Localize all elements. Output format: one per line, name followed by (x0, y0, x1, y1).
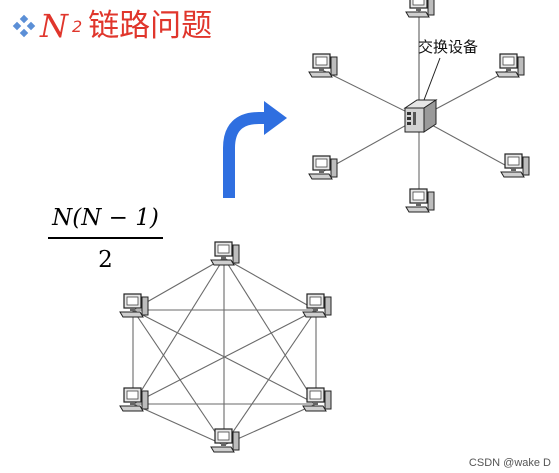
mesh-link (132, 309, 317, 405)
mesh-link (132, 403, 225, 446)
mesh-computers (119, 241, 332, 453)
mesh-link (132, 309, 225, 446)
computer-icon (210, 241, 240, 266)
mesh-links (132, 257, 317, 446)
computer-icon (210, 428, 240, 453)
star-link (321, 69, 420, 119)
formula-numerator: N(N − 1) (52, 205, 159, 231)
computer-icon (405, 188, 435, 213)
switch-label: 交换设备 (418, 38, 479, 56)
computer-icon (405, 0, 435, 18)
star-link (321, 117, 420, 173)
computer-icon (302, 387, 332, 412)
mesh-link (132, 257, 225, 405)
fraction-bar (48, 237, 163, 239)
computer-icon (302, 293, 332, 318)
computer-icon (119, 293, 149, 318)
link-count-formula: N(N − 1) 2 (48, 205, 163, 273)
switch-device-icon (403, 99, 438, 133)
computer-icon (308, 155, 338, 180)
mesh-link (223, 309, 317, 446)
curved-arrow-icon (223, 101, 287, 198)
mesh-link (223, 257, 317, 311)
computer-icon (308, 53, 338, 78)
title-variable: N (40, 7, 68, 45)
title-exponent: 2 (72, 16, 83, 36)
title-text: 链路问题 (88, 7, 213, 44)
mesh-link (223, 257, 317, 405)
watermark: CSDN @wake D (468, 457, 551, 469)
computer-icon (119, 387, 149, 412)
computer-icon (495, 53, 525, 78)
label-pointer-line (423, 57, 441, 101)
star-link (418, 117, 515, 171)
computer-icon (500, 153, 530, 178)
formula-denominator: 2 (98, 247, 113, 273)
